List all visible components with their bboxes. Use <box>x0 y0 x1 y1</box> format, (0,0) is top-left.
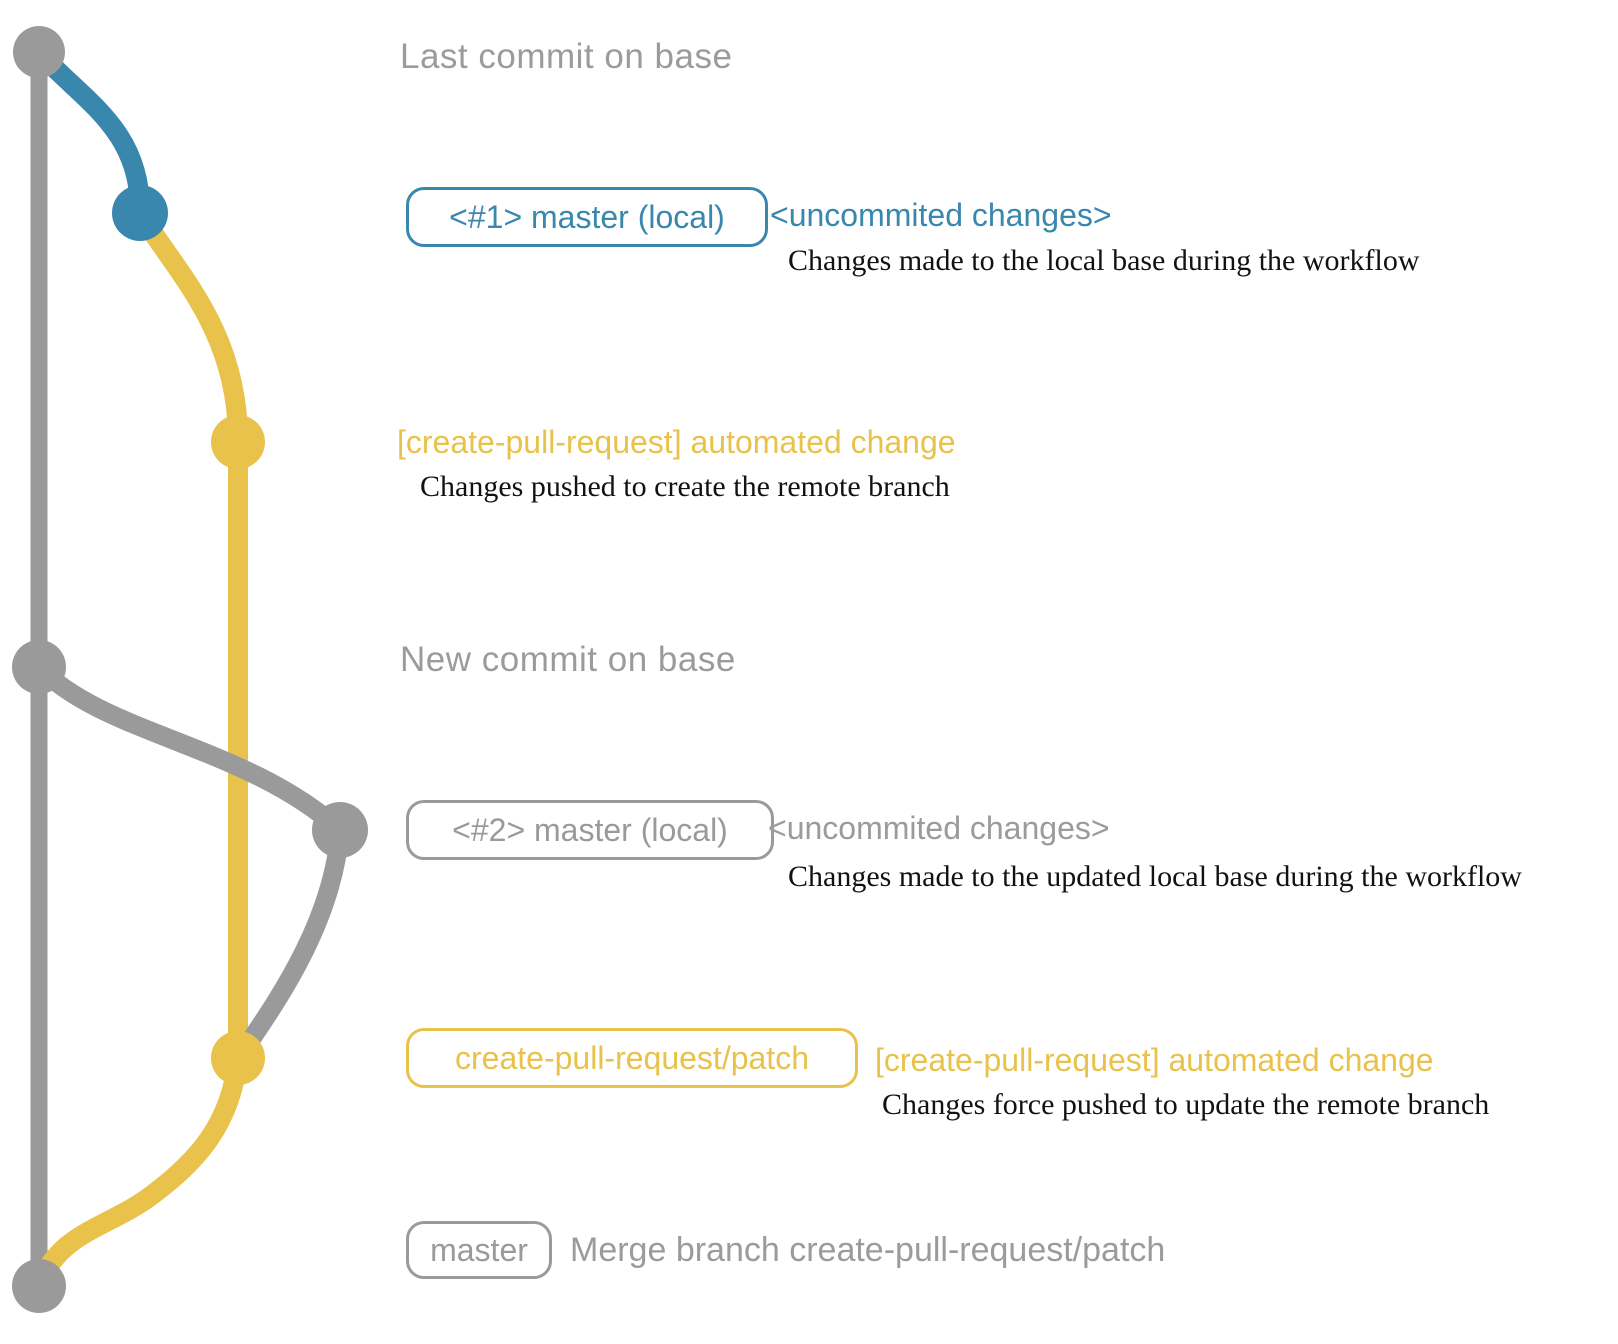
commit-message-automated-change-1: [create-pull-request] automated change <box>397 424 956 460</box>
branch-badge-master: master <box>406 1221 552 1279</box>
label-new-commit-on-base: New commit on base <box>400 640 736 679</box>
description-uncommitted-2: Changes made to the updated local base d… <box>788 860 1522 893</box>
commit-dot-uncommitted-1 <box>112 185 168 241</box>
description-uncommitted-1: Changes made to the local base during th… <box>788 244 1420 277</box>
commit-message-uncommitted-1: <uncommited changes> <box>770 197 1112 233</box>
commit-dot-merge <box>12 1259 66 1313</box>
commit-dot-patch-force-push <box>211 1031 265 1085</box>
local2-branch-curve-top <box>29 657 350 840</box>
commit-message-uncommitted-2: <uncommited changes> <box>768 810 1110 846</box>
commit-message-merge: Merge branch create-pull-request/patch <box>570 1231 1166 1269</box>
description-automated-change-2: Changes force pushed to update the remot… <box>882 1088 1490 1121</box>
patch-branch-curve-top <box>130 203 248 450</box>
commit-dot-last-base <box>13 26 65 78</box>
branch-badge-create-pull-request-patch: create-pull-request/patch <box>406 1028 858 1088</box>
commit-message-automated-change-2: [create-pull-request] automated change <box>875 1042 1434 1078</box>
commit-dot-new-base <box>12 640 66 694</box>
label-last-commit-on-base: Last commit on base <box>400 37 733 76</box>
local2-branch-curve-bottom <box>234 820 350 1060</box>
branch-badge-master-local-1: <#1> master (local) <box>406 187 768 247</box>
commit-dot-patch-push <box>211 415 265 469</box>
patch-branch-merge-curve <box>31 1048 248 1292</box>
commit-dot-uncommitted-2 <box>312 802 368 858</box>
description-automated-change-1: Changes pushed to create the remote bran… <box>420 470 950 503</box>
branch-badge-master-local-2: <#2> master (local) <box>406 800 774 860</box>
local-branch-line <box>29 42 150 220</box>
